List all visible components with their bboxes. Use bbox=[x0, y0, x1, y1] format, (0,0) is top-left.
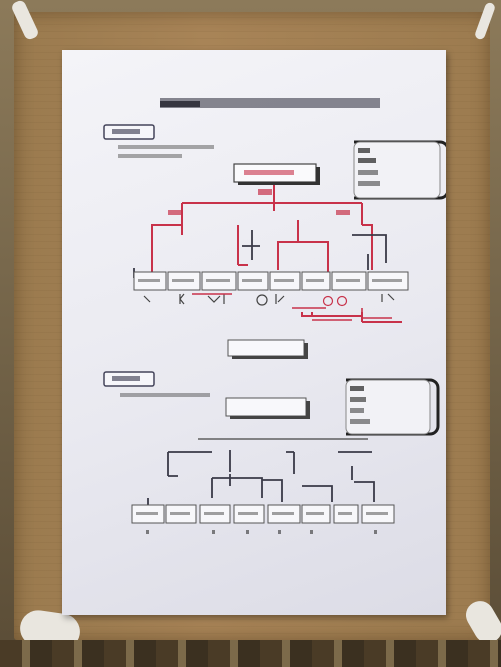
section1-label-box bbox=[103, 124, 155, 140]
chart1-symbols bbox=[143, 293, 395, 307]
chart2-divider bbox=[198, 438, 368, 440]
chart1-leaf-labels bbox=[138, 279, 402, 282]
legend-box-1 bbox=[353, 140, 446, 200]
red-tag-3 bbox=[336, 210, 350, 215]
chart1-red-connectors bbox=[151, 185, 402, 323]
chart2-leaf-labels bbox=[136, 512, 388, 515]
chart1-dark-connectors bbox=[133, 230, 387, 278]
printed-poster-sheet bbox=[62, 50, 446, 615]
section2-label-box bbox=[103, 371, 155, 387]
chart2-top-node bbox=[225, 397, 310, 419]
poster-drawing bbox=[103, 98, 446, 534]
chart2-markers bbox=[146, 530, 377, 534]
red-tag-1 bbox=[258, 189, 272, 195]
garden-ground-strip bbox=[0, 640, 501, 667]
chart1-bottom-box bbox=[227, 339, 308, 359]
chart1-top-node bbox=[233, 163, 320, 185]
chart1-red-bottom bbox=[192, 293, 392, 321]
chart2-leaf-row bbox=[131, 504, 395, 524]
chart1-leaf-row bbox=[133, 271, 409, 291]
chart2-connectors bbox=[147, 450, 375, 510]
red-tag-2 bbox=[168, 210, 182, 215]
poster-title bbox=[160, 98, 380, 108]
legend-box-2 bbox=[345, 378, 440, 436]
